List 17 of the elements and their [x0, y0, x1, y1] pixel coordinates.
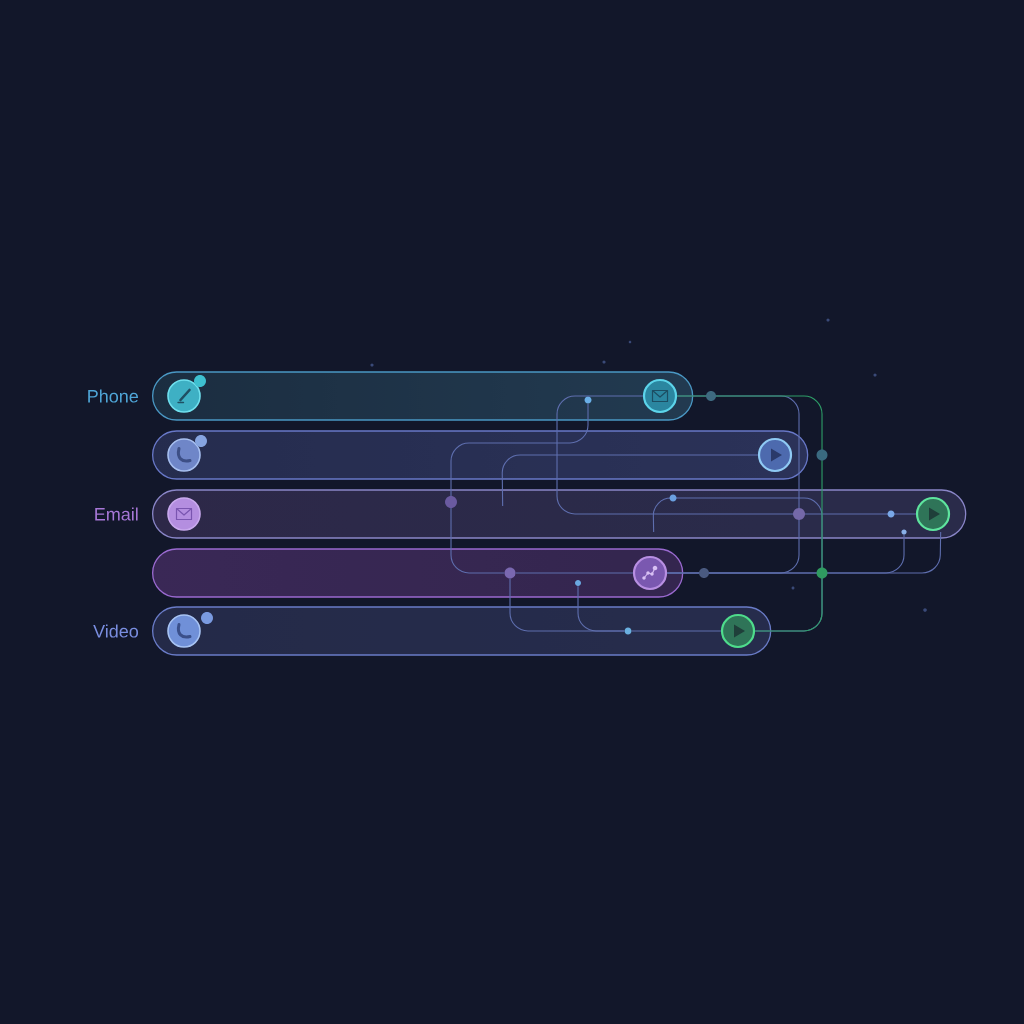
connector-line [515, 572, 634, 574]
connector-line [631, 630, 722, 632]
connector-line [501, 454, 759, 507]
pill-bar [152, 548, 684, 598]
row-label: Email [95, 507, 138, 521]
row-label: Phone [88, 389, 138, 403]
play-icon [757, 437, 793, 473]
connector-line [450, 403, 589, 574]
play-icon [915, 496, 951, 532]
connector-line [556, 395, 917, 515]
play-icon [720, 613, 756, 649]
envelope-icon [642, 378, 678, 414]
connector-line [666, 531, 942, 574]
connector-line [577, 585, 625, 632]
network-icon [632, 555, 668, 591]
connector-line [676, 395, 823, 632]
row-label: Video [93, 624, 139, 638]
